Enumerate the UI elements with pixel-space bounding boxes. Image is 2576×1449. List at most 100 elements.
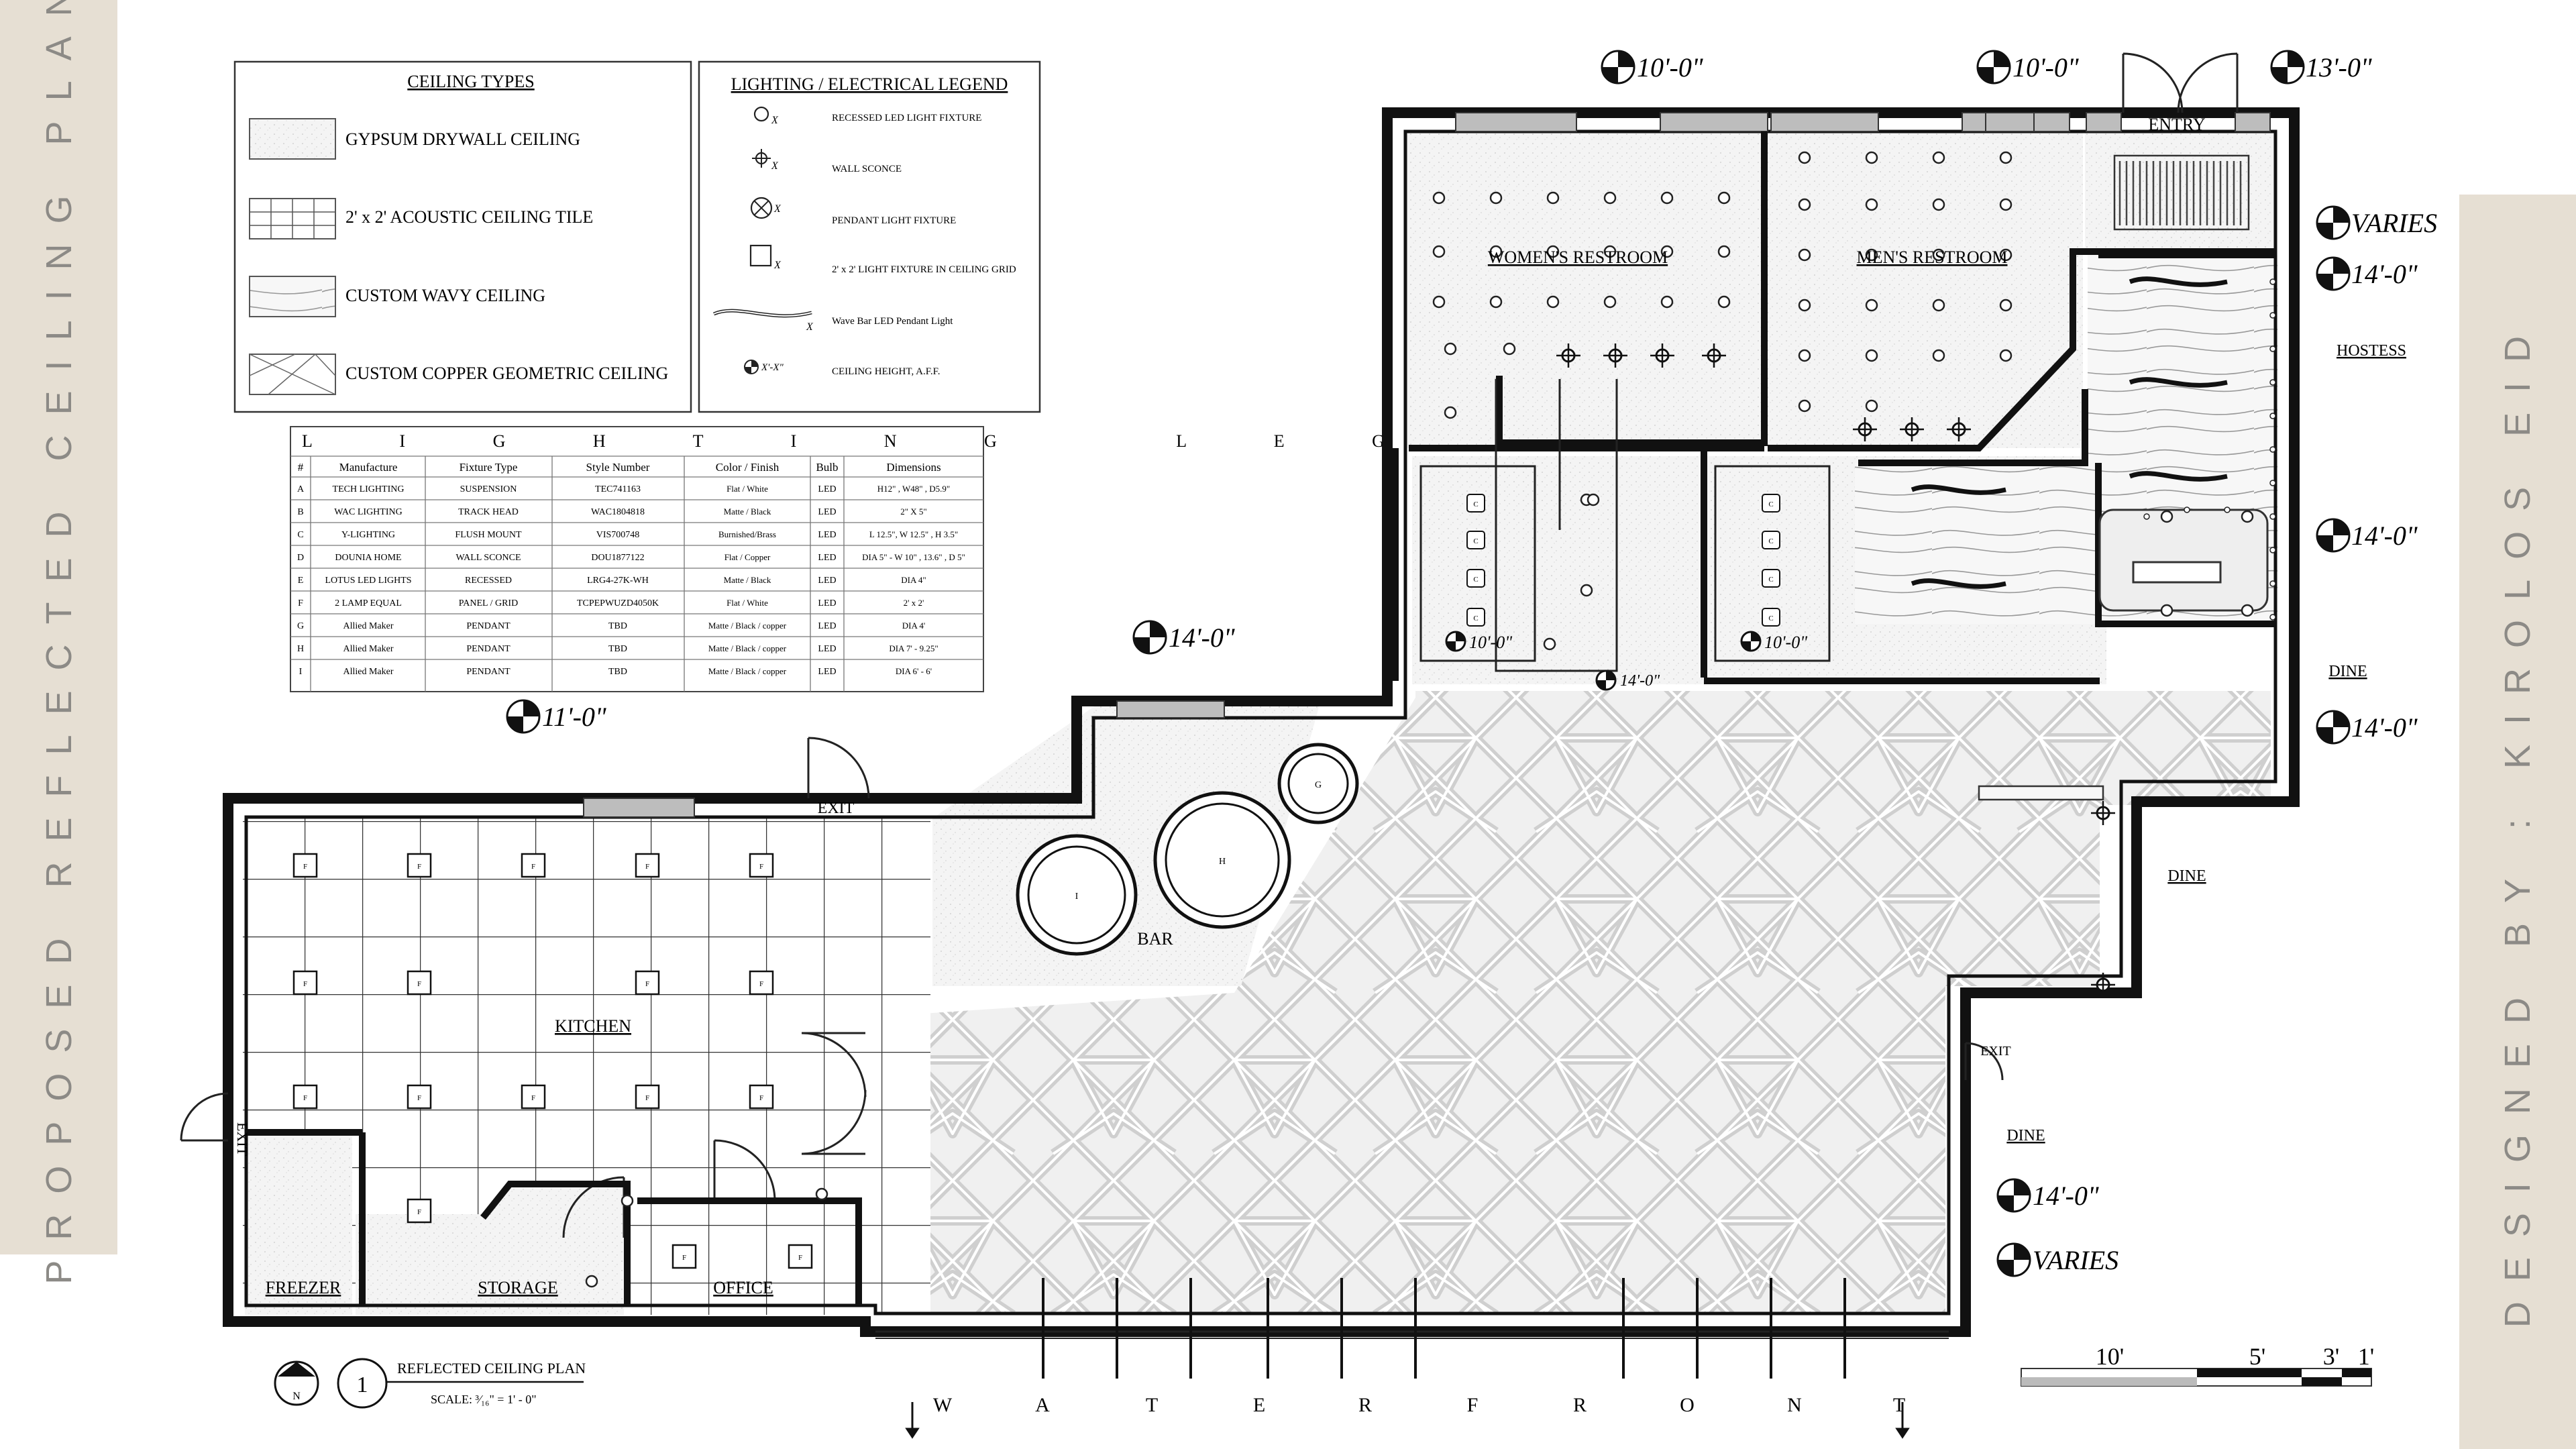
- recessed-light-icon: [753, 106, 769, 122]
- copper-geometric-ceiling: [875, 691, 2271, 1315]
- recessed-light: [2160, 604, 2174, 617]
- recessed-light: [1489, 295, 1503, 309]
- flush-mount-fixture: C: [1762, 569, 1780, 588]
- svg-text:X'-X": X'-X": [761, 362, 784, 373]
- flush-mount-fixture: C: [1466, 569, 1485, 588]
- legend-cell: A: [297, 484, 305, 494]
- room-dine-1: DINE: [2328, 663, 2367, 680]
- led-node: [2184, 506, 2190, 513]
- recessed-light: [1660, 191, 1674, 205]
- ceiling-height-markers: 10'-0" 10'-0" 13'-0" VARIES 14'-0" 14'-0…: [542, 52, 2437, 1275]
- grid-light-fixture: F: [292, 970, 318, 996]
- svg-text:C: C: [1473, 500, 1478, 508]
- svg-text:5': 5': [2249, 1343, 2266, 1370]
- legend-cell: LED: [818, 598, 836, 608]
- legend-cell: LED: [818, 667, 836, 677]
- legend-cell: DIA 4': [902, 621, 925, 631]
- ceiling-height-symbols: [506, 50, 2351, 1277]
- grid-light-fixture: F: [521, 853, 546, 878]
- legend-cell: I: [299, 667, 303, 677]
- ceiling-type-acoustic: 2' x 2' ACOUSTIC CEILING TILE: [345, 207, 593, 227]
- recessed-light: [1999, 248, 2012, 262]
- legend-cell: DIA 7' - 9.25": [889, 643, 938, 653]
- svg-text:Manufacture: Manufacture: [339, 461, 398, 474]
- svg-text:T: T: [1893, 1394, 1907, 1416]
- legend-cell: TCPEPWUZD4050K: [577, 598, 659, 608]
- gypsum-swatch: [249, 118, 336, 160]
- svg-text:Color / Finish: Color / Finish: [716, 461, 780, 474]
- svg-text:A: A: [1035, 1394, 1051, 1416]
- wall-sconce: [1947, 417, 1971, 441]
- lighting-legend-table: L I G H T I N G L E G E N D # Manufactur…: [290, 426, 1683, 692]
- legend-cell: Burnished/Brass: [718, 529, 776, 539]
- recessed-light: [815, 1187, 828, 1201]
- grid-light-fixture: F: [635, 970, 660, 996]
- room-dine-2: DINE: [2167, 867, 2206, 885]
- grid-light-fixture: F: [292, 1084, 318, 1110]
- svg-text:C: C: [1768, 614, 1773, 623]
- legend-cell: E: [298, 576, 304, 586]
- recessed-light: [1932, 349, 1945, 362]
- grid-light-fixture: F: [749, 1084, 774, 1110]
- recessed-light: [1865, 248, 1878, 262]
- legend-cell: Allied Maker: [343, 644, 393, 654]
- svg-text:X: X: [806, 321, 814, 333]
- legend-cell: Matte / Black: [724, 506, 771, 517]
- legend-cell: L 12.5", W 12.5" , H 3.5": [869, 529, 958, 539]
- pendant-h-icon: [1153, 791, 1291, 929]
- ceiling-type-gypsum: GYPSUM DRYWALL CEILING: [345, 129, 580, 149]
- recessed-light: [585, 1275, 598, 1288]
- recessed-light: [1865, 198, 1878, 211]
- recessed-light: [1603, 295, 1617, 309]
- wall-sconce: [1556, 343, 1580, 368]
- legend-cell: DOUNIA HOME: [335, 553, 401, 563]
- svg-text:F: F: [417, 1094, 421, 1102]
- recessed-light: [1932, 151, 1945, 164]
- recessed-light: [1603, 245, 1617, 258]
- recessed-light: [621, 1194, 634, 1208]
- svg-text:W: W: [933, 1394, 953, 1416]
- recessed-light: [1489, 191, 1503, 205]
- recessed-lights: [585, 151, 2276, 1288]
- recessed-light: [1432, 191, 1446, 205]
- svg-text:F: F: [1467, 1394, 1480, 1416]
- exit-label-right: EXIT: [1980, 1044, 2011, 1059]
- room-bar: BAR: [1137, 929, 1173, 949]
- ceiling-height-symbol: [2316, 205, 2351, 240]
- led-node: [2269, 614, 2276, 621]
- recessed-light: [2160, 510, 2174, 523]
- legend-sconce: WALL SCONCE: [832, 164, 902, 174]
- height-women: 10'-0": [1637, 52, 1703, 83]
- svg-text:10': 10': [2096, 1343, 2125, 1370]
- recessed-light: [1603, 191, 1617, 205]
- room-storage: STORAGE: [478, 1278, 557, 1297]
- recessed-light: [1798, 248, 1811, 262]
- legend-cell: PANEL / GRID: [459, 598, 518, 608]
- recessed-light: [1999, 349, 2012, 362]
- svg-text:F: F: [417, 1208, 421, 1216]
- svg-text:T: T: [1146, 1394, 1159, 1416]
- legend-wave-bar: Wave Bar LED Pendant Light: [832, 316, 953, 327]
- recessed-light: [1717, 245, 1731, 258]
- pendant-g-icon: [1277, 743, 1359, 824]
- ceiling-height-symbol: [2270, 50, 2305, 85]
- svg-text:N: N: [292, 1391, 301, 1402]
- wall-sconce: [2091, 801, 2115, 825]
- ceiling-height-symbol: [1976, 50, 2011, 85]
- recessed-light: [1660, 245, 1674, 258]
- legend-cell: LED: [818, 484, 836, 494]
- legend-cell: LED: [818, 576, 836, 586]
- grid-light-fixture: F: [788, 1244, 813, 1269]
- legend-recessed: RECESSED LED LIGHT FIXTURE: [832, 113, 981, 123]
- svg-text:F: F: [682, 1254, 686, 1262]
- recessed-light: [1717, 191, 1731, 205]
- wave-bar-pendants: [1911, 276, 2228, 589]
- grid-light-fixture: F: [521, 1084, 546, 1110]
- legend-cell: Flat / White: [727, 484, 768, 494]
- legend-cell: SUSPENSION: [460, 484, 517, 494]
- svg-text:G: G: [1315, 780, 1322, 790]
- wall-sconce: [1900, 417, 1924, 441]
